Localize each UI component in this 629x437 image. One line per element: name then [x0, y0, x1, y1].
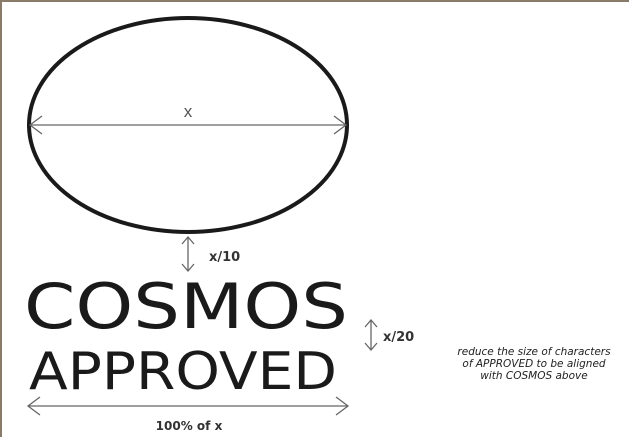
gap-label: x/10 [209, 250, 240, 265]
gap-arrow [181, 236, 195, 272]
bottom-width-label: 100% of x [156, 419, 223, 433]
size-note-line: with COSMOS above [480, 370, 588, 382]
width-label: x [184, 102, 193, 121]
cosmos-word: COSMOS [24, 270, 348, 343]
size-note: reduce the size of characters of APPROVE… [436, 346, 629, 382]
bottom-width-arrow [26, 396, 350, 416]
line-gap-arrow [364, 319, 378, 351]
size-note-line: of APPROVED to be aligned [462, 358, 606, 370]
approved-word: APPROVED [29, 342, 337, 402]
line-gap-label: x/20 [383, 330, 414, 345]
ellipse-width-arrow [28, 115, 348, 135]
size-note-line: reduce the size of characters [457, 346, 611, 358]
